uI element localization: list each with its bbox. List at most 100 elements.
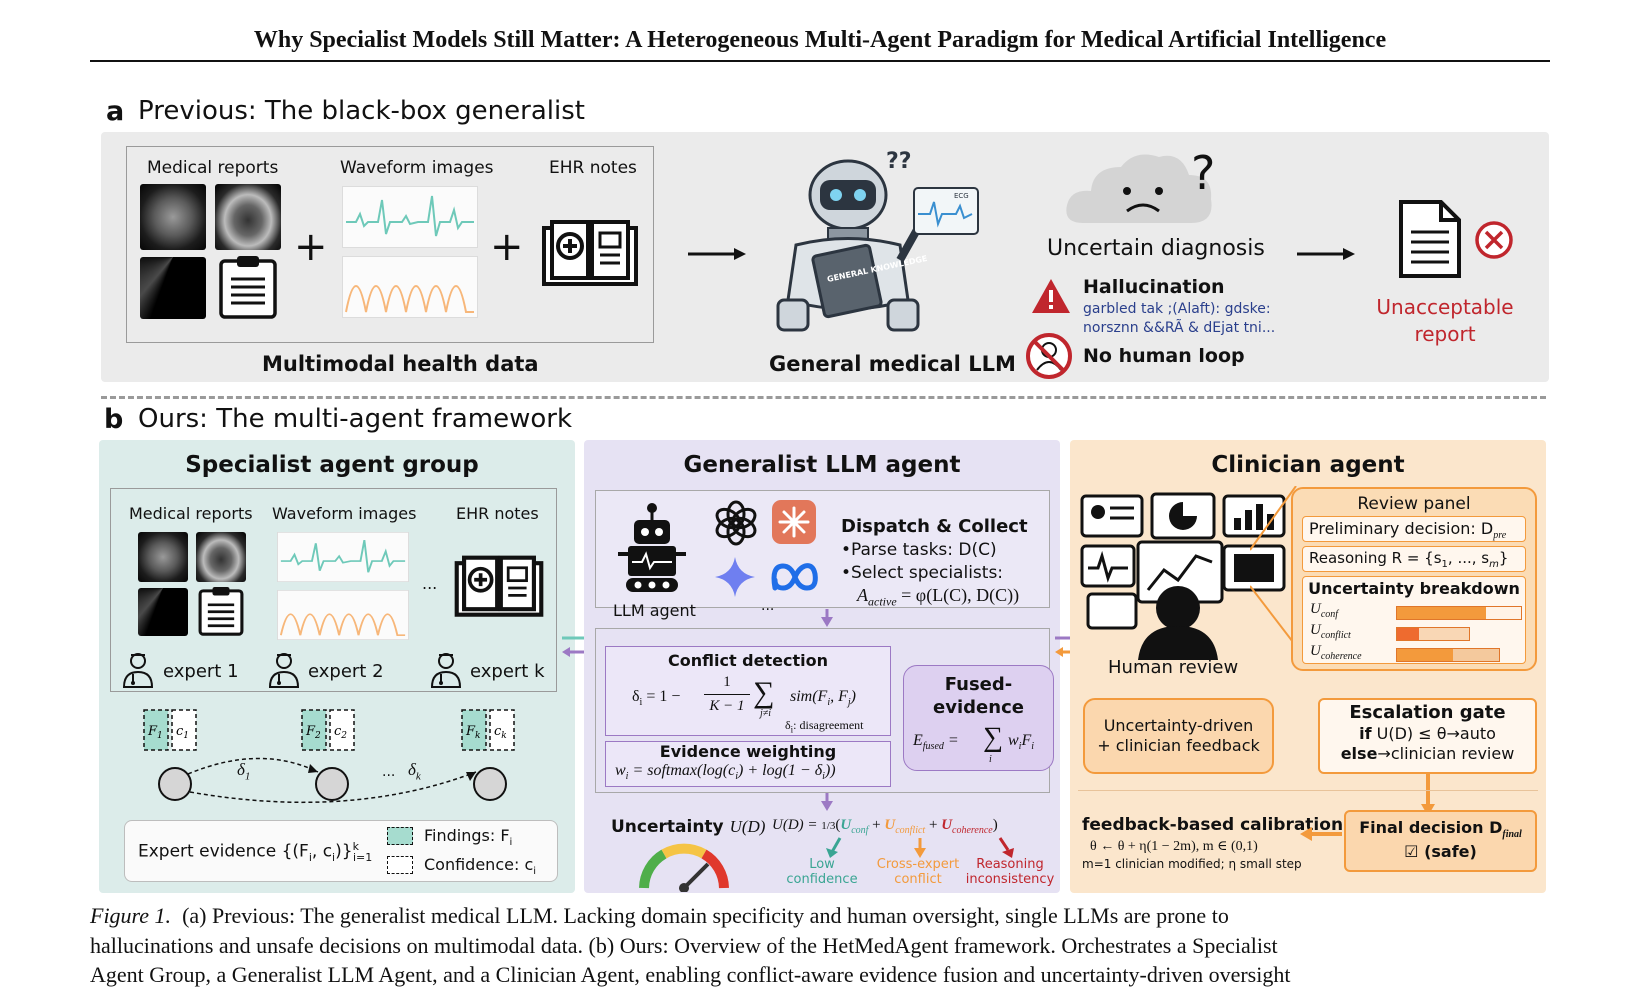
llm-agent-label: LLM agent: [613, 601, 696, 620]
ultrasound-image: [140, 257, 206, 319]
spec-ultrasound-image: [138, 588, 188, 636]
delta-k-label: δk: [408, 760, 421, 783]
sad-cloud-icon: ?: [1063, 145, 1233, 234]
spec-chest-ct-image: [196, 532, 246, 582]
u-conf-bar-fill: [1397, 607, 1487, 619]
u-coherence-bar-track: [1396, 648, 1500, 662]
general-medical-llm-caption: General medical LLM: [769, 352, 1016, 376]
paper-title: Why Specialist Models Still Matter: A He…: [253, 27, 1387, 53]
expert-k-icon: [429, 650, 463, 692]
ehr-book-icon: [540, 218, 640, 296]
specialist-agent-panel: [99, 440, 575, 893]
multimodal-input-box: [126, 146, 654, 343]
conflict-detection-box: [605, 646, 891, 736]
expert-2-icon: [267, 650, 301, 692]
ehr-notes-label: EHR notes: [549, 158, 637, 178]
disagreement-note: δi: disagreement: [785, 718, 864, 735]
nodes-ellipsis: ...: [382, 764, 396, 780]
escalation-else-text: else→clinician review: [1340, 744, 1515, 763]
clinician-agent-title: Clinician agent: [1211, 452, 1405, 478]
expert-1-label: expert 1: [163, 661, 239, 682]
clipboard-icon: [217, 254, 279, 324]
fused-evidence-title-2: evidence: [933, 697, 1024, 718]
uncertainty-title: Uncertainty U(D): [611, 817, 766, 837]
preliminary-decision-box: [1302, 516, 1526, 542]
figure-caption-line-2: hallucinations and unsafe decisions on m…: [90, 933, 1278, 958]
medical-reports-label: Medical reports: [147, 158, 279, 178]
clinician-monitor-icon: [1078, 490, 1308, 664]
conflict-detection-title: Conflict detection: [668, 651, 828, 670]
expert-node-1: [158, 767, 192, 801]
escalation-if-text: if U(D) ≤ θ→auto: [1359, 724, 1496, 743]
evidence-weighting-title: Evidence weighting: [659, 742, 837, 761]
u-coherence-label: Ucoherence: [1310, 643, 1362, 662]
finding-f2-box: [301, 709, 327, 751]
calibration-note: m=1 clinician modified; η small step: [1082, 857, 1302, 871]
openai-logo-icon: [713, 500, 759, 550]
hallucination-title: Hallucination: [1083, 276, 1225, 298]
no-human-loop-label: No human loop: [1083, 345, 1245, 367]
u-conf-bar-track: [1396, 606, 1522, 620]
preliminary-decision-text: Preliminary decision: Dpre: [1309, 519, 1507, 542]
panel-divider: [101, 396, 1546, 399]
confidence-legend-swatch: [387, 856, 413, 874]
dispatch-down-arrow: [819, 609, 835, 631]
escalation-gate-box: [1318, 698, 1537, 774]
warning-icon: [1030, 277, 1072, 319]
spec-clipboard-icon: [197, 585, 245, 641]
spec-ehr-notes-label: EHR notes: [456, 504, 539, 523]
generalist-agent-title: Generalist LLM agent: [683, 452, 961, 478]
confidence-c1-box: [171, 709, 197, 751]
findings-legend-label: Findings: Fi: [424, 826, 513, 849]
fused-evidence-box: [903, 665, 1054, 771]
hallucination-text-1: garbled tak ;(Alaft): gdske:: [1083, 301, 1271, 317]
claude-logo-icon: [772, 500, 816, 548]
u-coherence-bar-fill: [1397, 649, 1454, 661]
uncertainty-component-arrows: [820, 836, 1020, 862]
spec-ecg-waveform-image: [277, 532, 409, 586]
calibration-title: feedback-based calibration: [1082, 815, 1344, 835]
reasoning-text: Reasoning R = {s1, ..., sm}: [1309, 549, 1509, 570]
llm-logos-ellipsis: ...: [761, 598, 775, 614]
expert-node-2: [315, 767, 349, 801]
evidence-weighting-box: [605, 741, 891, 787]
spec-brain-mri-image: [138, 532, 188, 582]
review-panel-title: Review panel: [1357, 494, 1471, 514]
uncertainty-formula: U(D) = 1/3(Uconf + Uconflict + Ucoherenc…: [772, 817, 998, 836]
robot-question-marks: ??: [886, 150, 912, 174]
fused-evidence-formula: Efused = ∑ i wiFi: [913, 722, 1035, 765]
final-decision-title: Final decision Dfinal: [1359, 818, 1522, 841]
figure-label: Figure 1.: [90, 903, 172, 928]
plus-sign-1: +: [294, 224, 328, 270]
figure-caption-line-3: Agent Group, a Generalist LLM Agent, and…: [90, 962, 1291, 987]
reasoning-box: [1302, 546, 1526, 572]
confidence-ck-box: [489, 709, 515, 751]
unacceptable-label: Unacceptable: [1376, 295, 1514, 319]
spec-ehr-book-icon: [452, 554, 546, 626]
title-rule: [90, 60, 1550, 62]
chest-ct-image: [215, 184, 281, 250]
conflict-formula: δi = 1 − 1 K − 1 ∑ j≠i sim(Fi, Fj): [632, 674, 856, 719]
brain-mri-image: [140, 184, 206, 250]
specialist-group-title: Specialist agent group: [185, 452, 479, 478]
hallucination-text-2: norsznn &&RÃ & dEjat tni...: [1083, 320, 1276, 336]
review-zoom-lines: [1249, 485, 1310, 650]
u-conf-label: Uconf: [1310, 601, 1339, 620]
uncertainty-feedback-text-1: Uncertainty-driven: [1103, 716, 1254, 735]
uncertainty-breakdown-title: Uncertainty breakdown: [1308, 579, 1520, 598]
plus-sign-2: +: [490, 224, 524, 270]
ecg-waveform-image: [342, 186, 478, 252]
expert-evidence-label: Expert evidence {(Fi, ci)}ki=1: [138, 840, 373, 865]
expert-2-label: expert 2: [308, 661, 384, 682]
parse-tasks-text: •Parse tasks: D(C): [841, 540, 997, 560]
figure-caption-line-1: Figure 1. (a) Previous: The generalist m…: [90, 903, 1229, 928]
evidence-weighting-formula: wi = softmax(log(ci) + log(1 − δi)): [615, 762, 836, 783]
human-review-label: Human review: [1108, 657, 1239, 678]
uncertain-diagnosis-label: Uncertain diagnosis: [1047, 236, 1265, 261]
robot-ecg-text: ECG: [954, 192, 969, 200]
arrow-to-report: [1297, 246, 1357, 266]
uncertainty-feedback-box: [1083, 698, 1274, 774]
reject-x-icon: [1474, 220, 1514, 264]
multimodal-health-data-caption: Multimodal health data: [262, 352, 539, 376]
final-decision-safe: ☑ (safe): [1404, 842, 1477, 861]
